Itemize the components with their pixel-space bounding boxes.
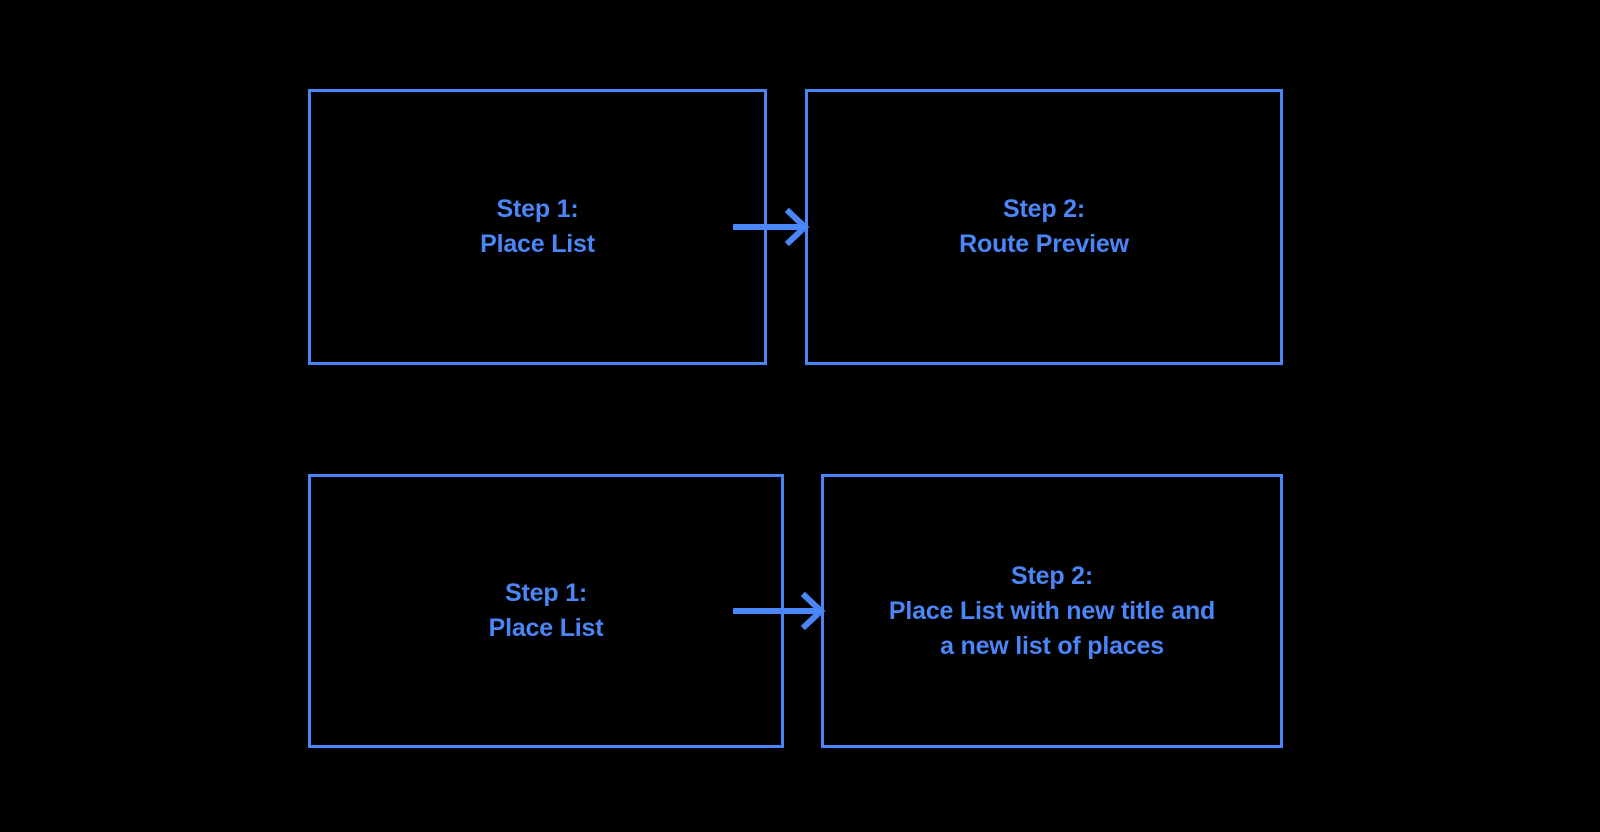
node-label: Step 1: Place List [480, 195, 595, 258]
node-step1-place-list-top[interactable]: Step 1: Place List [308, 89, 767, 365]
node-label: Step 2: Place List with new title and a … [888, 561, 1216, 660]
node-step2-route-preview[interactable]: Step 2: Route Preview [805, 89, 1283, 365]
node-label: Step 1: Place List [488, 579, 604, 642]
flow-row-new-place-list: Step 1: Place List Step 2: Place List wi… [0, 474, 1600, 748]
node-step2-new-place-list[interactable]: Step 2: Place List with new title and a … [821, 474, 1283, 748]
node-label: Step 2: Route Preview [959, 195, 1129, 258]
node-step1-place-list-bottom[interactable]: Step 1: Place List [308, 474, 784, 748]
flow-row-route-preview: Step 1: Place List Step 2: Route Preview [0, 89, 1600, 365]
